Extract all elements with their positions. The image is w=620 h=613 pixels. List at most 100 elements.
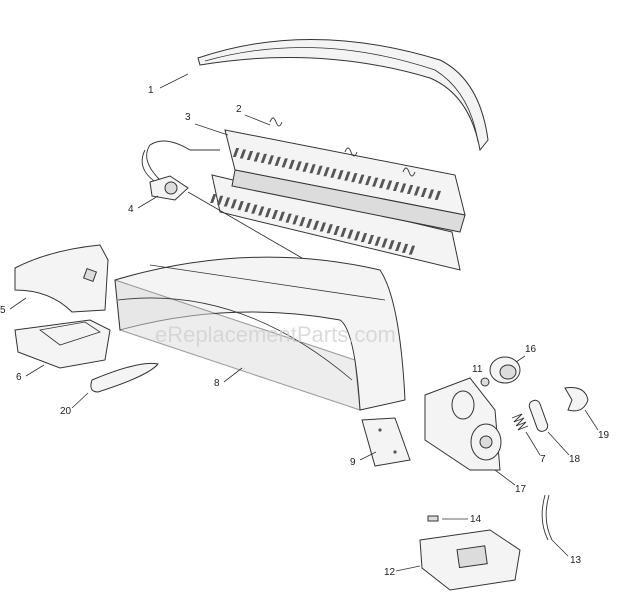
grille-slot <box>292 215 299 225</box>
watermark-text: eReplacementParts.com <box>155 322 396 347</box>
grille-slot <box>379 179 386 189</box>
callout-number-7: 7 <box>540 454 546 465</box>
part-spring <box>511 413 529 431</box>
callout-leader-line <box>515 355 526 363</box>
grille-slot <box>260 153 267 163</box>
callout-number-2: 2 <box>236 104 242 115</box>
callout-leader-line <box>584 409 599 431</box>
grille-slot <box>354 231 361 241</box>
callout-number-9: 9 <box>350 457 356 468</box>
callout-number-19: 19 <box>598 430 610 441</box>
callout-leader-line <box>494 469 516 486</box>
grille-slot <box>413 186 421 196</box>
grille-slot <box>312 220 320 230</box>
callout-number-1: 1 <box>148 85 154 96</box>
grille-slot <box>306 218 313 228</box>
grille-slot <box>367 234 374 244</box>
grille-slot <box>239 149 247 159</box>
grille-slot <box>216 195 224 205</box>
callout-leader-line <box>159 73 189 89</box>
grille-slot <box>406 185 414 194</box>
grille-slot <box>360 233 368 243</box>
grille-slot <box>258 206 265 216</box>
callout-number-4: 4 <box>128 204 134 215</box>
part-control-housing <box>424 377 502 471</box>
grille-slot <box>395 242 402 252</box>
grille-slot <box>232 148 240 157</box>
grille-slot <box>237 201 244 211</box>
callout-leader-line <box>71 392 89 409</box>
grille-slot <box>427 189 435 199</box>
callout-number-3: 3 <box>185 112 191 123</box>
callout-number-17: 17 <box>515 484 527 495</box>
callout-leader-line <box>25 364 45 377</box>
grille-slot <box>392 182 400 192</box>
callout-number-11: 11 <box>472 364 483 375</box>
grille-slot <box>285 213 292 223</box>
callout-number-13: 13 <box>570 555 582 566</box>
grille-slot <box>278 211 285 221</box>
grille-slot <box>326 224 333 234</box>
callout-leader-line <box>547 431 570 456</box>
part-thermostat <box>141 140 341 281</box>
part-base <box>419 529 521 591</box>
grille-slot <box>271 210 279 220</box>
grille-slot <box>351 173 358 183</box>
grille-slot <box>337 170 344 180</box>
callout-number-16: 16 <box>525 344 537 355</box>
grille-slot <box>340 227 347 237</box>
grille-slot <box>299 217 306 227</box>
part-end-cap <box>14 244 109 313</box>
grille-slot <box>302 162 309 172</box>
callout-number-14: 14 <box>470 514 482 525</box>
grille-slot <box>333 226 340 236</box>
part-top-cover <box>197 39 489 152</box>
grille-slot <box>372 177 379 187</box>
grille-slot <box>316 165 323 175</box>
part-grille-assembly <box>210 129 466 271</box>
callout-leader-line <box>244 114 271 126</box>
callout-leader-line <box>395 565 421 572</box>
callout-number-8: 8 <box>214 378 220 389</box>
grille-slot <box>264 208 272 218</box>
grille-slot <box>434 190 442 200</box>
grille-slot <box>244 202 251 212</box>
grille-slot <box>381 238 388 248</box>
grille-slot <box>386 180 393 190</box>
grille-slot <box>401 243 409 253</box>
grille-slot <box>274 156 281 166</box>
grille-slot <box>358 174 365 184</box>
callout-leader-line <box>137 195 159 209</box>
callout-leader-line <box>359 451 377 461</box>
callout-leader-line <box>9 297 27 310</box>
grille-slot <box>309 164 316 174</box>
part-base-end <box>14 319 111 369</box>
part-small-connector <box>427 515 439 522</box>
grille-slot <box>281 158 288 168</box>
part-rod <box>528 399 549 432</box>
grille-slot <box>399 183 407 193</box>
part-knob <box>489 356 521 384</box>
grille-slot <box>246 150 254 160</box>
grille-slot <box>230 199 237 209</box>
part-handle <box>90 362 159 393</box>
grille-slot <box>330 168 337 178</box>
part-housing <box>114 256 406 411</box>
grille-slot <box>420 187 428 197</box>
callout-leader-line <box>525 431 541 456</box>
grille-slot <box>344 171 351 181</box>
part-clips <box>269 117 416 177</box>
grille-slot <box>288 159 295 169</box>
part-bracket <box>361 417 411 467</box>
grille-slot <box>408 245 416 255</box>
part-clip-ring <box>564 387 589 412</box>
grille-slot <box>323 167 330 177</box>
grille-slot <box>223 197 231 207</box>
grille-slot <box>210 194 217 203</box>
grille-slot <box>251 204 258 214</box>
grille-slot <box>295 161 302 171</box>
grille-slot <box>253 152 261 162</box>
callout-leader-line <box>194 123 229 136</box>
